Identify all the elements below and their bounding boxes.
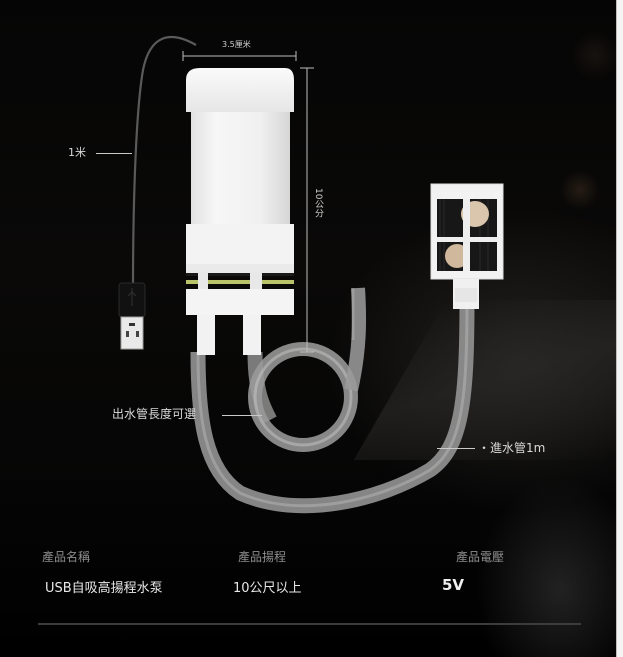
cable-length-label: 1米 <box>68 146 86 159</box>
spec-header-name: 產品名稱 <box>42 550 91 564</box>
width-dimension-label: 3.5厘米 <box>222 40 251 49</box>
bottom-divider <box>38 623 581 625</box>
outlet-leader-line <box>222 415 262 416</box>
height-dimension-label: 10公分 <box>313 188 323 218</box>
spec-header-voltage: 產品電壓 <box>456 550 505 564</box>
cable-leader-line <box>96 153 132 154</box>
outlet-tube-callout: 出水管長度可選 <box>112 407 197 421</box>
spec-value-name: USB自吸高揚程水泵 <box>45 581 163 596</box>
inlet-tube <box>190 299 475 514</box>
spec-table: 產品名稱 產品揚程 產品電壓 USB自吸高揚程水泵 10公尺以上 5V <box>0 540 616 630</box>
inlet-tube-callout: ・進水管1m <box>478 441 546 455</box>
dimension-lines <box>182 51 314 353</box>
inlet-leader-line <box>437 448 475 449</box>
inlet-filter <box>430 183 504 309</box>
background-glow <box>570 30 616 80</box>
spec-header-head: 產品揚程 <box>238 550 287 564</box>
spec-value-voltage: 5V <box>442 576 465 594</box>
outlet-tube <box>247 287 367 452</box>
page-edge <box>616 0 623 657</box>
spec-value-head: 10公尺以上 <box>233 581 302 596</box>
usb-plug <box>118 282 146 350</box>
background-glow <box>560 170 600 210</box>
pump-body <box>186 68 294 355</box>
usb-cable <box>131 36 197 291</box>
